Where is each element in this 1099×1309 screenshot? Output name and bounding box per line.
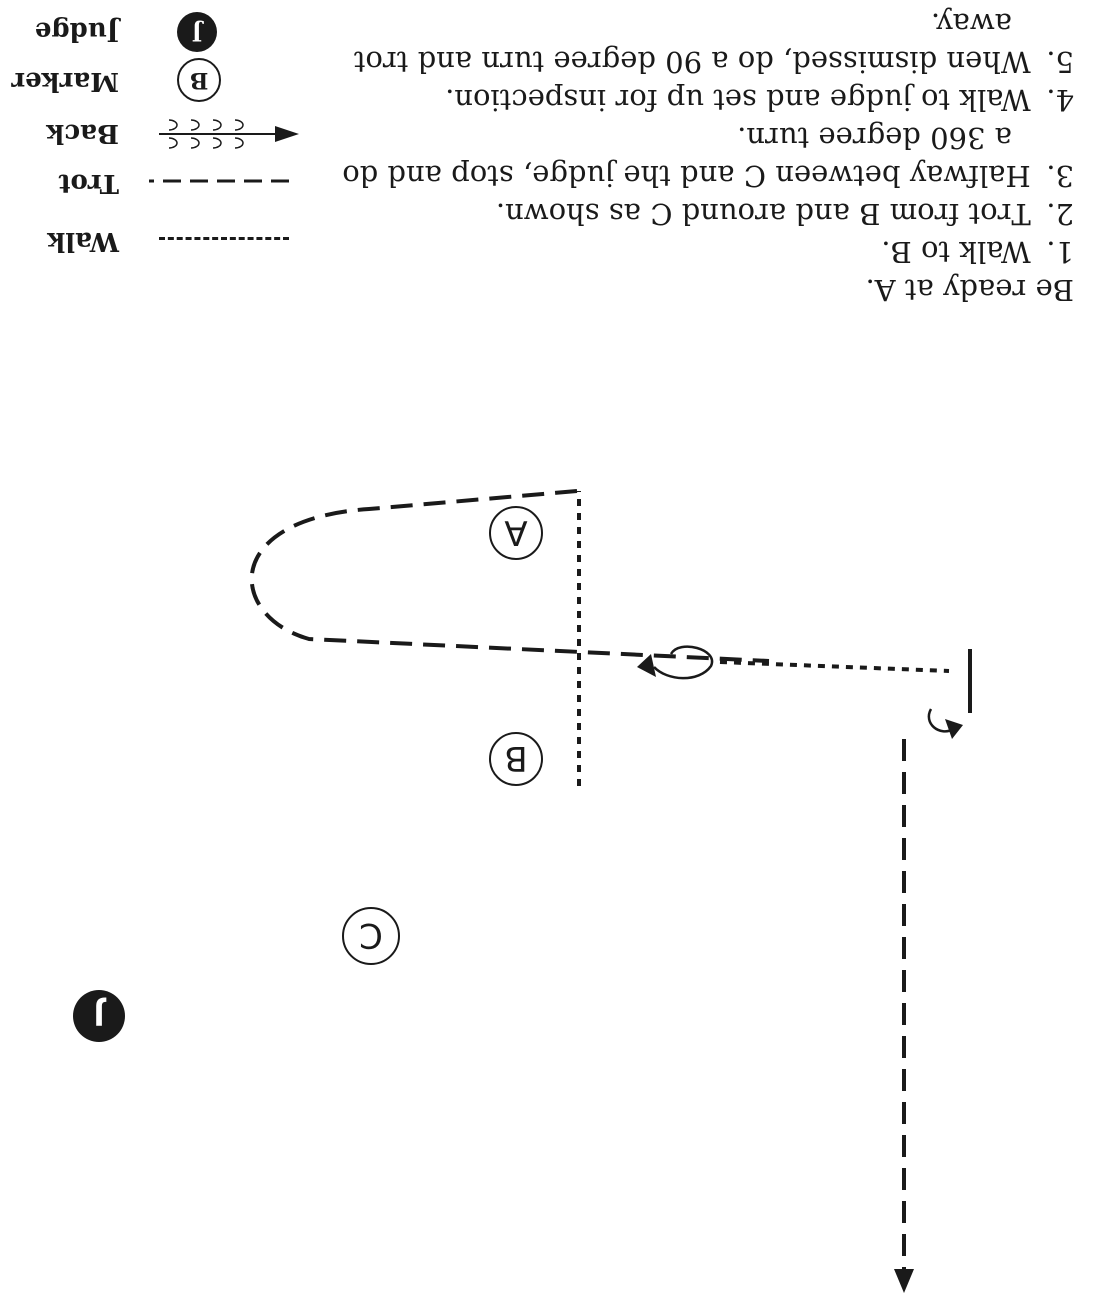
instruction-step-3-continued: a 360 degree turn. [737,121,1012,155]
walk-path-to-judge [719,660,950,673]
legend-back-label: Back [46,118,119,148]
instructions: Be ready at A. 1. Walk to B. 2. Trot fro… [314,5,1074,309]
marker-b: B [489,732,543,786]
legend: Walk Trot Back B [9,4,309,274]
step-number: 1. [1046,235,1074,269]
legend-judge-label: Judge [34,16,119,46]
legend-walk-label: Walk [47,226,119,256]
judge-symbol: J [73,990,125,1042]
instruction-step-1: 1. Walk to B. [314,233,1074,271]
marker-b-letter: B [504,738,527,778]
step-text: Halfway between C and the judge, stop an… [342,159,1031,193]
instruction-intro: Be ready at A. [865,273,1075,307]
instruction-step-5-continued: away. [930,7,1012,41]
step-number: 5. [1046,45,1074,79]
turn-90-arrowhead [945,719,963,739]
marker-c: C [342,907,400,965]
instruction-step-5: 5. When dismissed, do a 90 degree turn a… [314,43,1074,81]
step-text: When dismissed, do a 90 degree turn and … [353,45,1031,79]
marker-a: A [489,506,543,560]
instruction-step-4: 4. Walk to judge and set up for inspecti… [314,81,1074,119]
step-number: 4. [1046,83,1074,117]
legend-judge-symbol: J [191,19,203,45]
legend-marker-icon: B [177,58,221,102]
legend-trot-label: Trot [58,168,119,198]
turn-360-loop [653,645,714,680]
legend-judge-icon: J [177,12,217,52]
legend-walk-sample [159,237,289,240]
trot-away-arrowhead [894,1269,914,1293]
turn-360-arrowhead [637,654,656,677]
step-number: 2. [1046,197,1074,231]
step-text: Trot from B and around C as shown. [495,197,1031,231]
marker-a-letter: A [504,512,527,552]
legend-marker-label: Marker [11,66,119,96]
step-text: Walk to B. [881,235,1031,269]
marker-c-letter: C [359,915,383,955]
legend-marker-symbol: B [189,67,209,93]
step-number: 3. [1046,159,1074,193]
step-text: Walk to judge and set up for inspection. [445,83,1031,117]
instruction-step-3: 3. Halfway between C and the judge, stop… [314,157,1074,195]
trot-path-b-around-c [249,489,770,663]
instruction-step-2: 2. Trot from B and around C as shown. [314,195,1074,233]
judge-letter: J [93,996,106,1031]
